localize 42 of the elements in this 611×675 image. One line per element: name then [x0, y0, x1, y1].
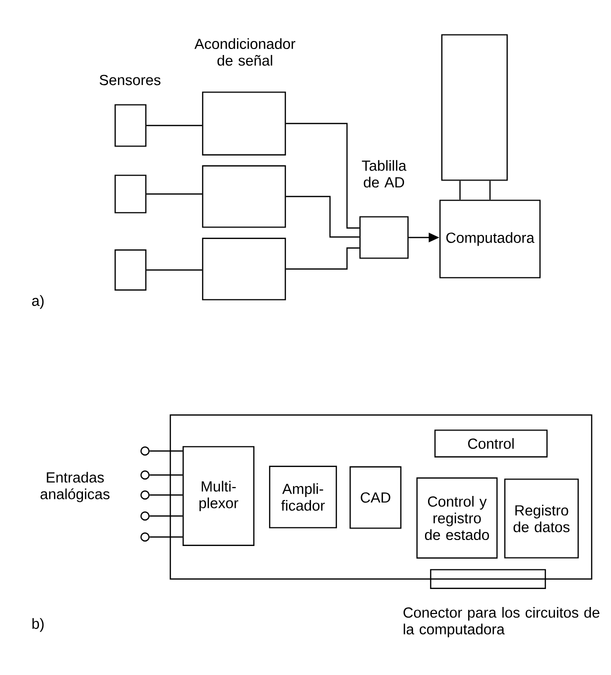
input-terminal	[140, 446, 150, 456]
labeled-box: Ampli- ficador	[269, 466, 337, 528]
node-label: Tablilla de AD	[362, 160, 406, 188]
block-box	[114, 174, 146, 214]
block-box	[114, 249, 146, 291]
text-label: Entradas analógicas	[40, 472, 110, 502]
labeled-box: Multi- plexor	[182, 446, 254, 546]
labeled-box: Tablilla de AD	[359, 160, 409, 259]
labeled-box: Registro de datos	[504, 478, 579, 558]
block-box	[202, 238, 286, 300]
connector-line	[146, 193, 202, 195]
connector-line	[150, 450, 183, 452]
labeled-box: Conector para los circuitos de la computadora	[404, 569, 600, 638]
labeled-box: CAD	[350, 466, 402, 529]
block-box	[114, 104, 146, 147]
connector-line	[150, 515, 183, 517]
block-box	[202, 165, 286, 228]
labeled-box: Control	[434, 430, 548, 458]
text-label: a)	[32, 295, 44, 309]
connector-line	[286, 247, 360, 270]
connector-line	[150, 474, 183, 476]
monitor-box	[441, 34, 508, 181]
connector-line	[459, 180, 461, 200]
text-label: Acondicionador de señal	[194, 38, 296, 66]
connector-line	[286, 196, 360, 238]
connector-line	[150, 494, 183, 496]
connector-line	[146, 269, 202, 271]
labeled-box: Control y registro de estado	[416, 477, 498, 559]
block-box	[202, 92, 286, 156]
connector-line	[150, 536, 183, 538]
input-terminal	[140, 532, 150, 542]
board-outline	[170, 414, 592, 580]
input-terminal	[140, 490, 150, 500]
input-terminal	[140, 470, 150, 480]
connector-line	[146, 124, 202, 126]
input-terminal	[140, 511, 150, 521]
text-label: Sensores	[100, 74, 160, 86]
connector-line	[489, 180, 491, 200]
text-label: b)	[32, 618, 44, 632]
node-label: Conector para los circuitos de la computadora	[404, 606, 600, 638]
connector-line	[286, 122, 360, 229]
labeled-box: Computadora	[439, 200, 541, 278]
